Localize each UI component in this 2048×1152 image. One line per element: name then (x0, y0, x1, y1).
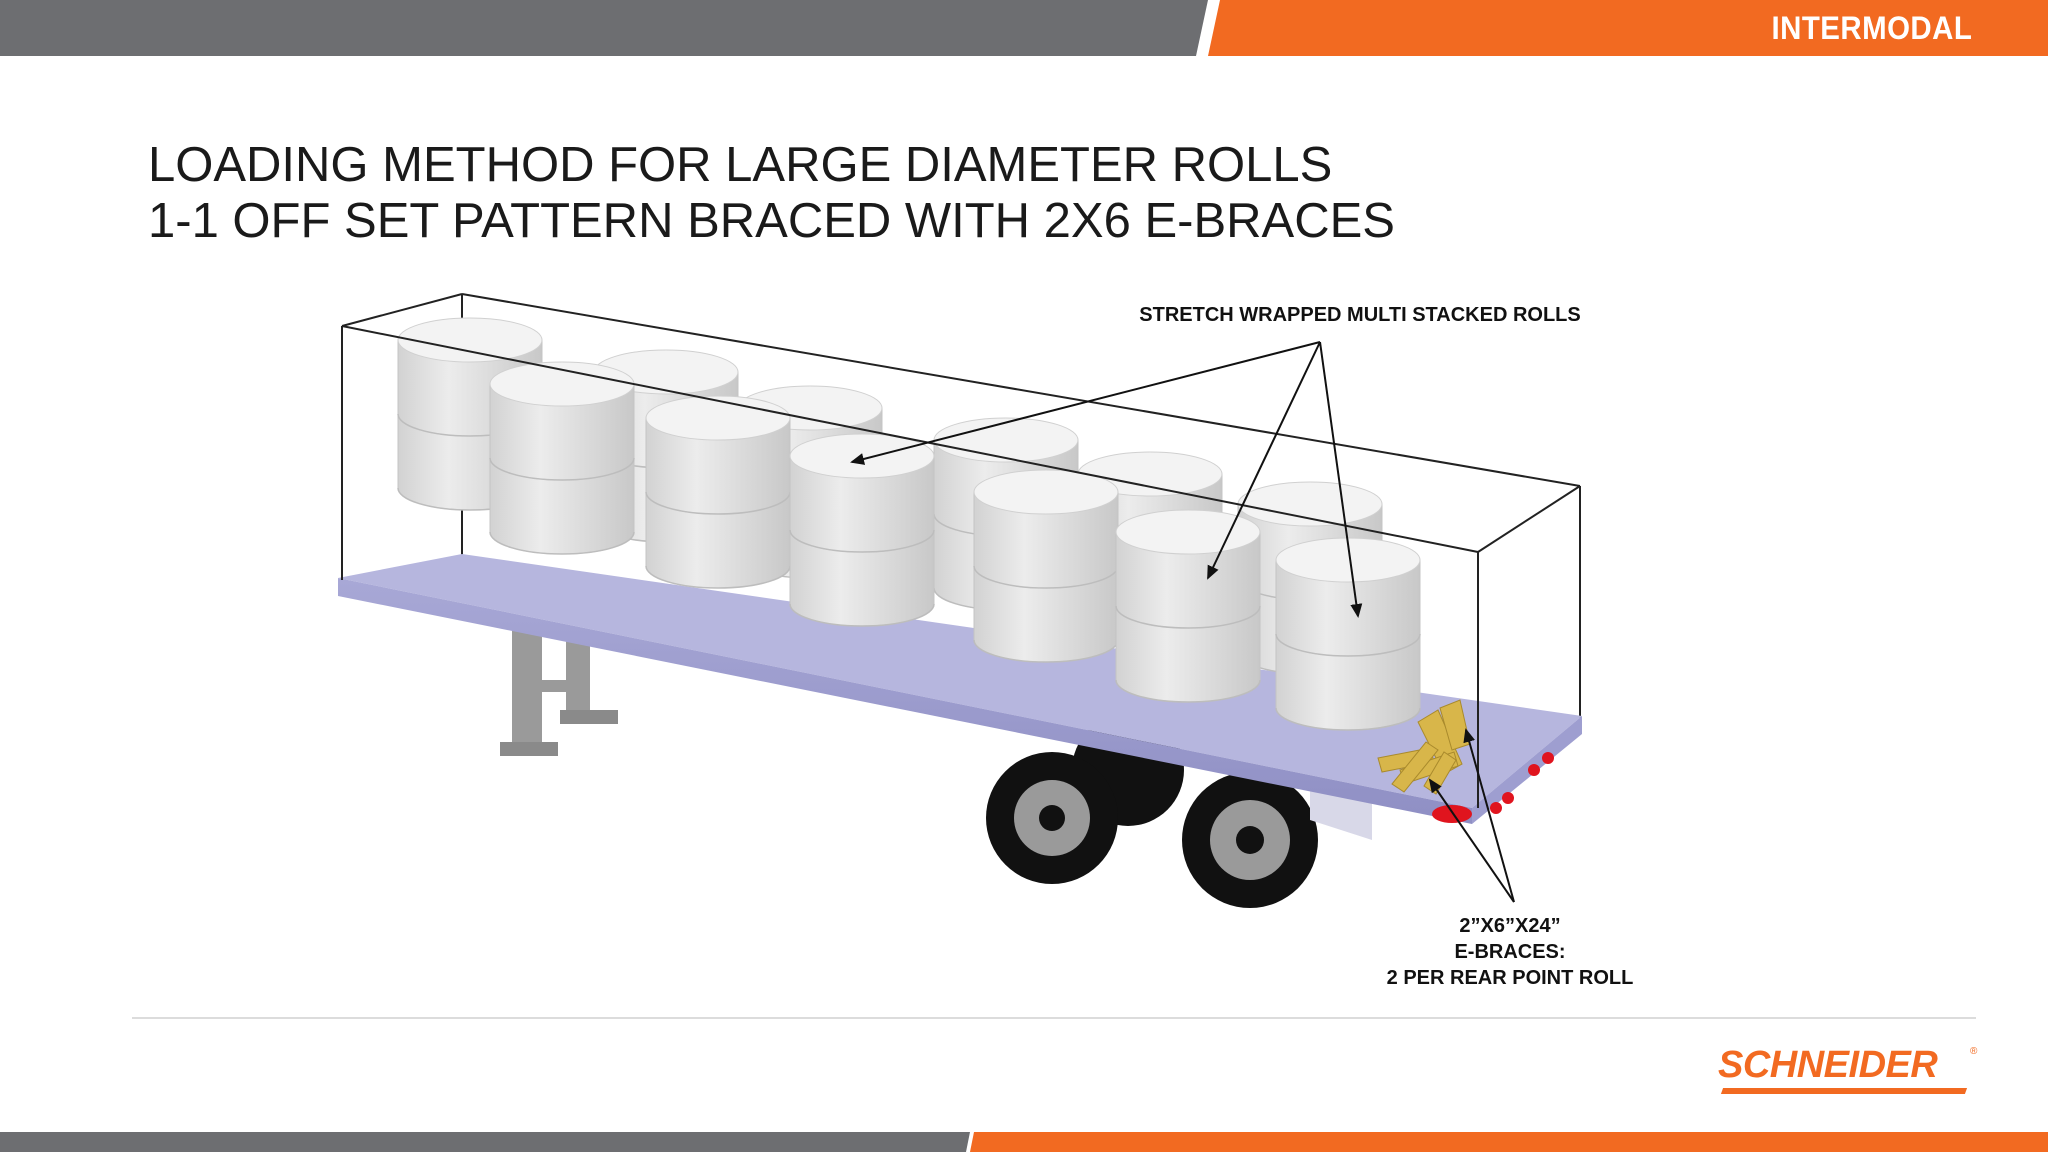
roll-seam (789, 529, 935, 553)
roll-seam (645, 491, 791, 515)
e-braces (1377, 699, 1471, 795)
roll-top (645, 395, 791, 441)
braces-callout-line-2: E-BRACES: (1454, 941, 1566, 963)
logo-swoosh (1720, 1088, 1968, 1094)
braces-callout-line-1: 2”X6”X24” (1459, 915, 1561, 937)
braces-callout-label: 2”X6”X24” E-BRACES: 2 PER REAR POINT ROL… (1330, 913, 1690, 991)
roll-seam (1275, 707, 1421, 731)
footer-orange-segment (970, 1132, 2048, 1152)
schneider-logo-text: SCHNEIDER (1718, 1044, 1938, 1086)
trailer-deck (338, 554, 1582, 824)
tail-lights (1432, 752, 1554, 823)
header-brand-label: INTERMODAL (1771, 10, 1972, 46)
roll-top (1115, 509, 1261, 555)
roll-seam (1275, 633, 1421, 657)
footer-gray-segment (0, 1132, 970, 1152)
cargo-envelope-front (341, 325, 1581, 808)
roll-seam (973, 565, 1119, 589)
roll-stack (489, 361, 635, 555)
header-bar (0, 0, 2048, 56)
roll-stack (1275, 537, 1421, 731)
roll-seam (489, 457, 635, 481)
roll-stack (789, 433, 935, 627)
roll-seam (789, 603, 935, 627)
roll-stack (973, 469, 1119, 663)
roll-top (973, 469, 1119, 515)
rolls-callout-label: STRETCH WRAPPED MULTI STACKED ROLLS (1139, 304, 1581, 326)
roll-seam (1115, 605, 1261, 629)
roll-top (789, 433, 935, 479)
roll-stack (1115, 509, 1261, 703)
braces-callout-line-3: 2 PER REAR POINT ROLL (1386, 967, 1634, 989)
header-gray-segment (0, 0, 1208, 56)
stacked-rolls (397, 317, 1421, 731)
registered-mark: ® (1970, 1046, 1978, 1057)
landing-gear (500, 630, 618, 756)
rolls-callout-arrows (850, 341, 1363, 618)
roll-seam (489, 531, 635, 555)
header-orange-segment (1208, 0, 2048, 56)
roll-top (397, 317, 543, 363)
roll-seam (645, 565, 791, 589)
roll-stack (645, 395, 791, 589)
slide-title-line-2: 1-1 OFF SET PATTERN BRACED WITH 2X6 E-BR… (148, 194, 1395, 248)
roll-top (489, 361, 635, 407)
footer-divider (132, 1017, 1976, 1019)
rear-wheels (986, 714, 1318, 908)
roll-seam (973, 639, 1119, 663)
slide-title-line-1: LOADING METHOD FOR LARGE DIAMETER ROLLS (148, 138, 1333, 192)
roll-top (933, 417, 1079, 463)
braces-callout-arrows (1428, 728, 1515, 903)
roll-seam (1115, 679, 1261, 703)
footer-bar (0, 1132, 2048, 1152)
